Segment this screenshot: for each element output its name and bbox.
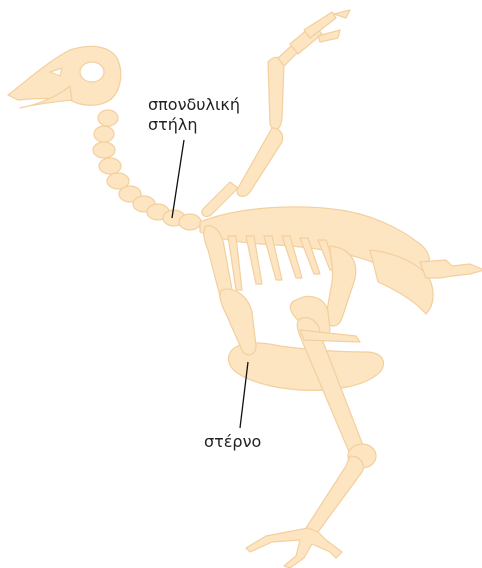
vertebral-column-label: σπονδυλική στήλη xyxy=(148,95,240,135)
coracoid xyxy=(220,289,256,355)
vertebral-column-leader-line xyxy=(172,140,184,218)
skeleton xyxy=(8,10,482,568)
vertebral-column-label-line2: στήλη xyxy=(148,115,240,135)
sternum-label: στέρνο xyxy=(204,432,261,452)
eye-socket xyxy=(80,62,104,82)
foot xyxy=(246,528,342,568)
vertebral-column-label-line1: σπονδυλική xyxy=(148,95,240,115)
